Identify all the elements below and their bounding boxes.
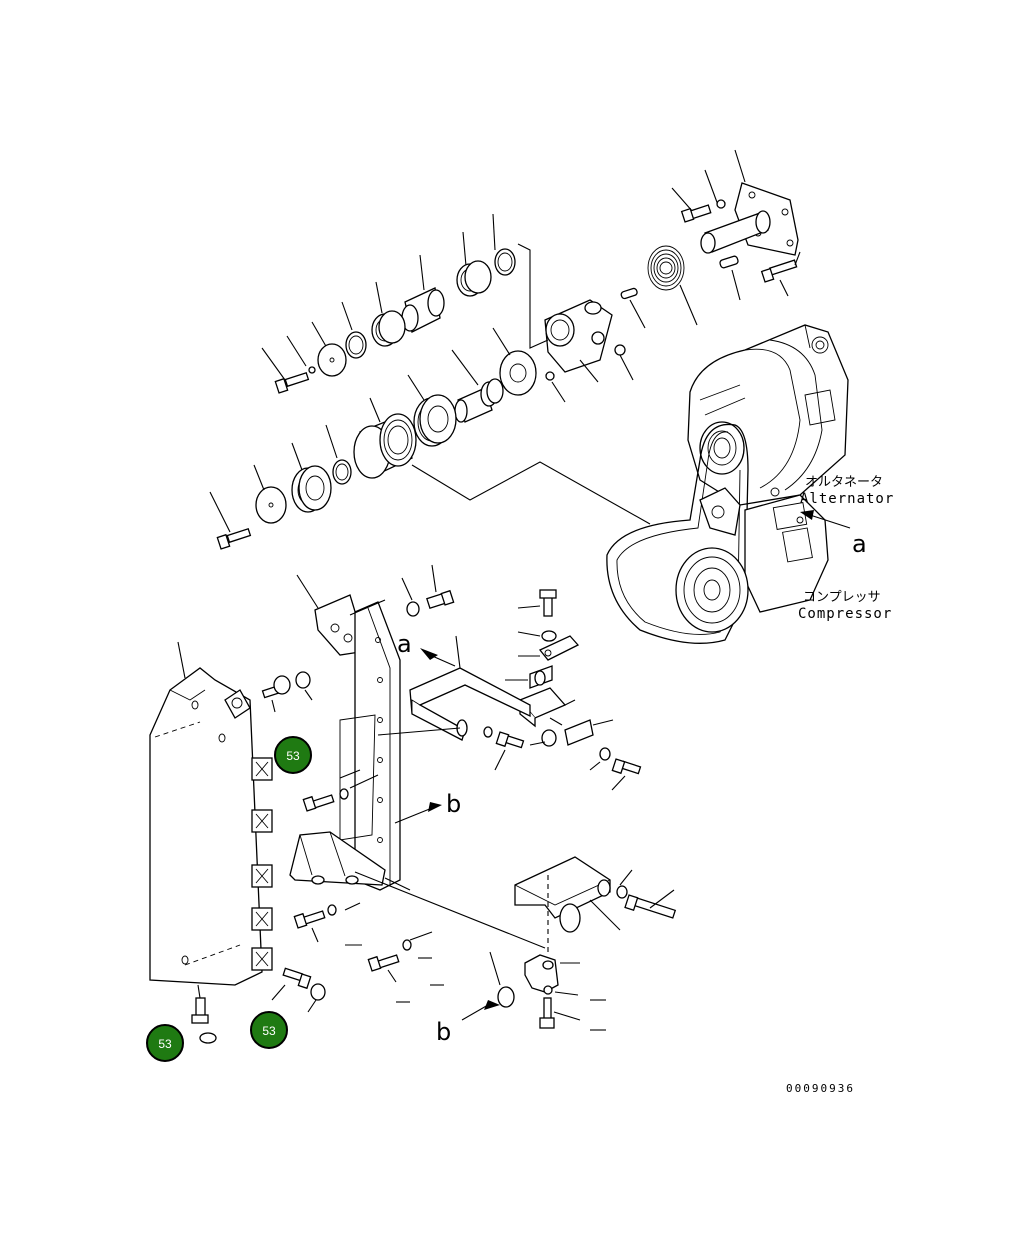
ref-letter-a-top: a bbox=[852, 530, 867, 558]
gusset-bracket bbox=[289, 831, 386, 886]
callout-badge-1[interactable]: 53 bbox=[274, 736, 312, 774]
bearing-1 bbox=[407, 374, 457, 447]
tensioner-assembly bbox=[209, 149, 801, 550]
mounting-brackets: a bbox=[397, 589, 642, 791]
coil-spring bbox=[647, 245, 698, 326]
alternator-label-en: Alternator bbox=[800, 491, 894, 507]
callout-label-1: 53 bbox=[286, 749, 300, 763]
bracket-arm bbox=[409, 635, 531, 741]
pulley-shaft bbox=[451, 349, 504, 423]
frame-rail bbox=[339, 601, 401, 891]
callout-badge-3[interactable]: 53 bbox=[146, 1024, 184, 1062]
compressor bbox=[675, 487, 829, 633]
lower-brackets: b bbox=[436, 856, 677, 1046]
alternator-compressor-group: オルタネータ Alternator a コンプレッサ Compressor bbox=[606, 324, 894, 644]
alternator bbox=[687, 324, 849, 506]
ref-letter-b-bottom: b bbox=[436, 1018, 451, 1046]
callout-badge-2[interactable]: 53 bbox=[250, 1011, 288, 1049]
compressor-label-jp: コンプレッサ bbox=[803, 590, 881, 605]
document-number: 00090936 bbox=[786, 1082, 855, 1095]
compressor-label-en: Compressor bbox=[798, 606, 892, 622]
alternator-label-jp: オルタネータ bbox=[805, 475, 883, 490]
drive-belt bbox=[606, 423, 749, 644]
bearing-2 bbox=[291, 442, 332, 513]
idler-pulley bbox=[353, 397, 417, 479]
ref-letter-b-frame: b bbox=[446, 790, 461, 818]
frame-assembly: b bbox=[149, 564, 546, 1003]
tensioner-arm bbox=[544, 299, 634, 403]
lower-left-parts bbox=[191, 967, 326, 1044]
callout-label-3: 53 bbox=[158, 1037, 172, 1051]
guard-cover bbox=[149, 641, 273, 986]
callout-label-2: 53 bbox=[262, 1024, 276, 1038]
ref-letter-a-bracket: a bbox=[397, 630, 412, 658]
